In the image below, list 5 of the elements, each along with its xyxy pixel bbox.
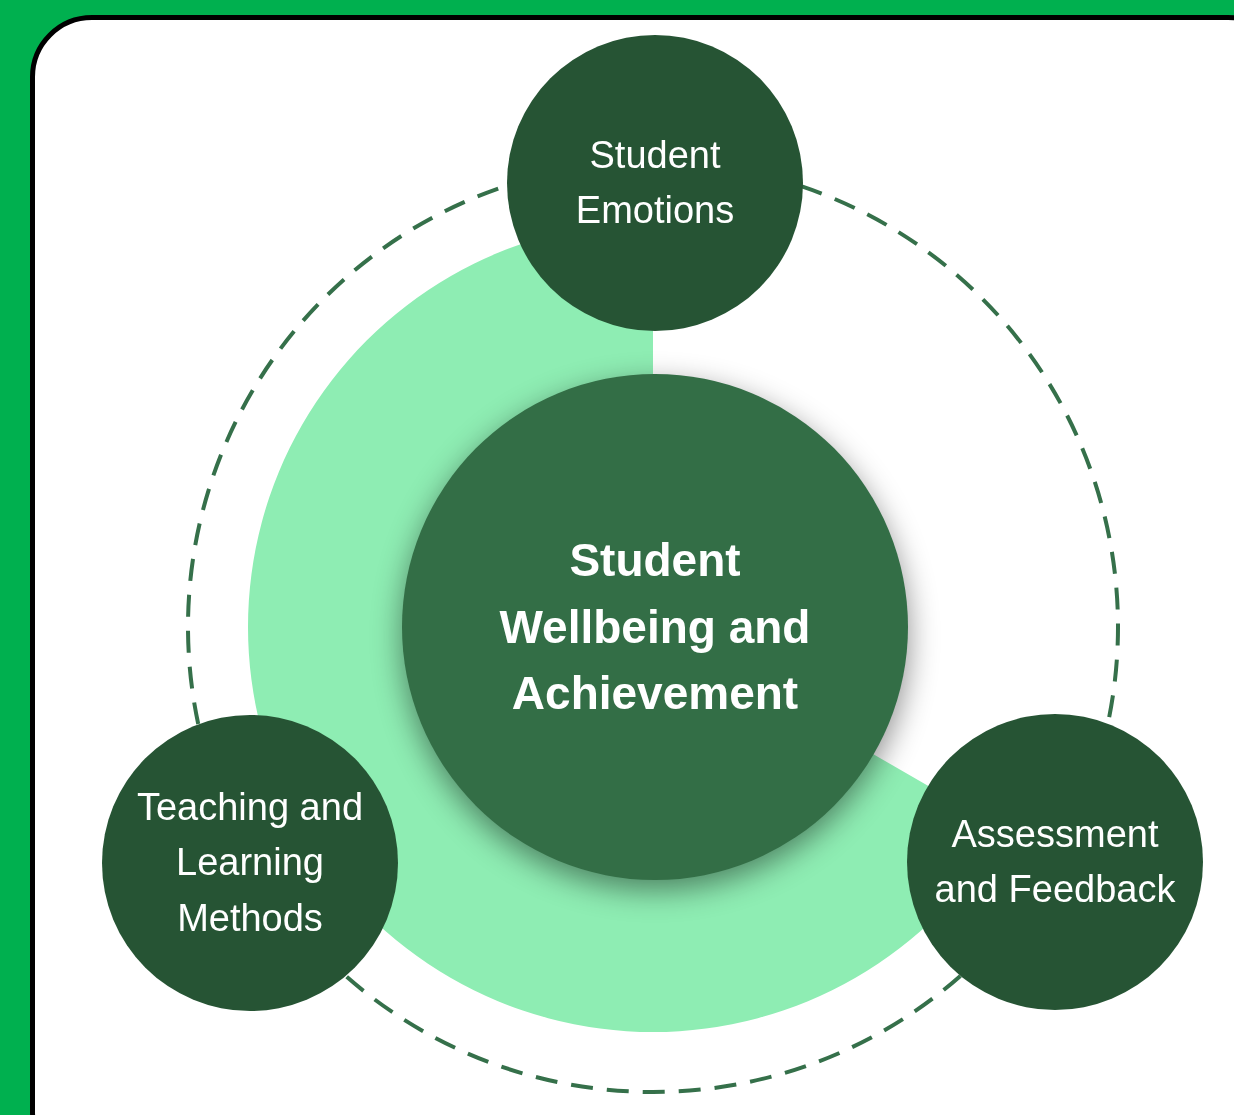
node-label: Student Emotions (574, 132, 736, 233)
dashed-connector (344, 974, 962, 1094)
node-label: Student Wellbeing and Achievement (498, 532, 812, 722)
node-label: Assessment and Feedback (933, 811, 1177, 912)
node-label: Teaching and Learning Methods (135, 785, 365, 941)
